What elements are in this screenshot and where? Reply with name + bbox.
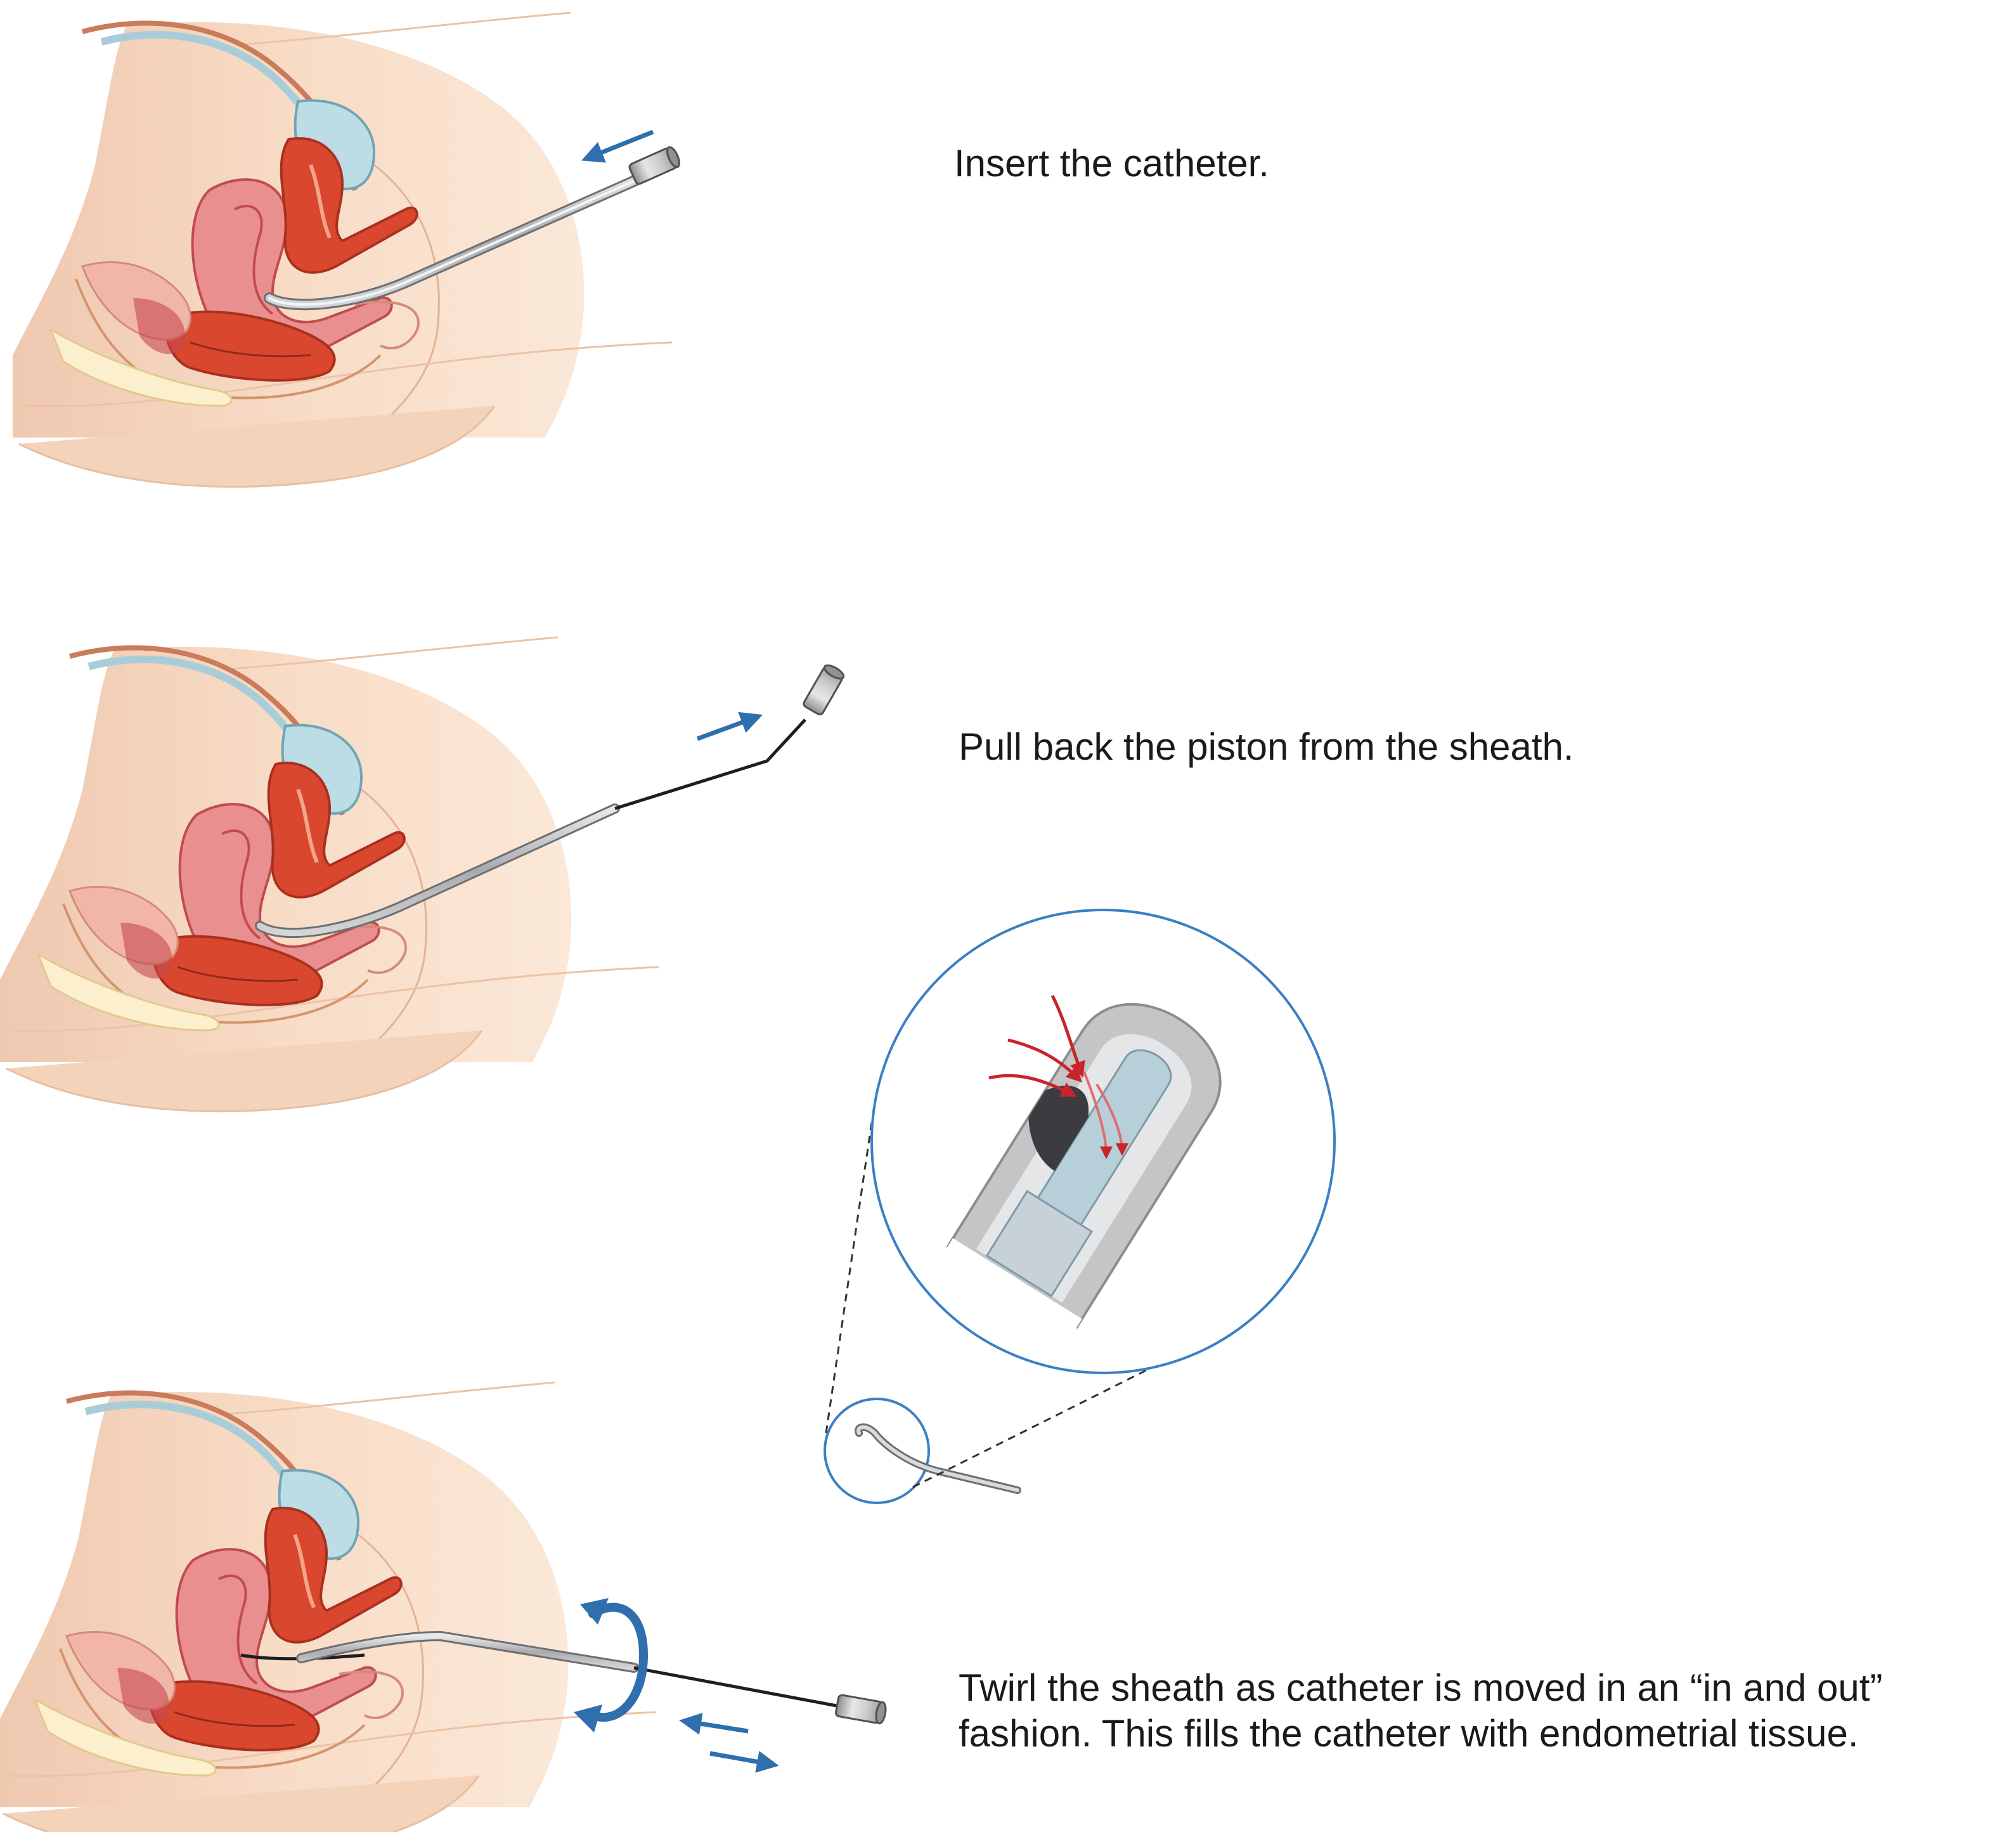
insert-arrow-icon xyxy=(590,132,653,157)
step-3-caption-line-1: Twirl the sheath as catheter is moved in… xyxy=(959,1665,1882,1711)
step-2-caption: Pull back the piston from the sheath. xyxy=(959,724,1574,770)
step-3-caption: Twirl the sheath as catheter is moved in… xyxy=(959,1665,1882,1757)
step-3-caption-line-2: fashion. This fills the catheter with en… xyxy=(959,1711,1882,1757)
step-3-illustration xyxy=(0,1382,887,1832)
in-out-arrows-icon xyxy=(688,1722,770,1764)
pullback-arrow-icon xyxy=(697,718,754,739)
step-2-illustration xyxy=(0,637,846,1112)
magnified-tip-callout xyxy=(825,910,1334,1503)
step-1-illustration xyxy=(13,13,682,487)
step-1-caption: Insert the catheter. xyxy=(954,141,1269,186)
